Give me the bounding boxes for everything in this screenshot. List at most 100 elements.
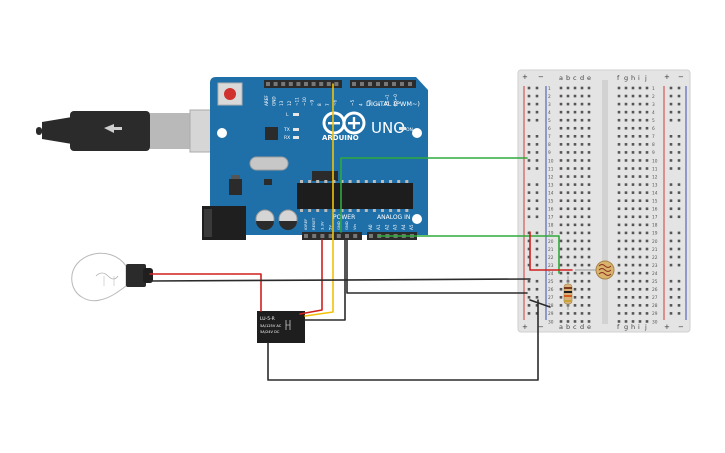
- column-label: g: [624, 323, 628, 331]
- relay-symbol-icon: [285, 320, 291, 330]
- header-pin: [352, 82, 356, 86]
- resistor-icon[interactable]: [563, 276, 573, 310]
- wire-black-relay-breadboard[interactable]: [267, 299, 539, 381]
- usb-symbol-icon: [104, 124, 122, 133]
- mounting-hole: [412, 128, 422, 138]
- wire-black-jumper[interactable]: [529, 299, 551, 308]
- header-pin: [288, 82, 293, 86]
- header-pin: [304, 234, 308, 238]
- led-l-label: L: [286, 112, 289, 118]
- rail-minus-label: −: [538, 323, 544, 331]
- header-pin: [360, 82, 364, 86]
- row-label: 18: [652, 223, 658, 229]
- pin-label: IOREF: [303, 219, 308, 230]
- wire-black-bulb-breadboard[interactable]: [149, 278, 531, 282]
- row-label: 4: [548, 110, 551, 116]
- wire-red-jumper[interactable]: [529, 231, 573, 271]
- led-l: [293, 113, 299, 116]
- row-label: 14: [652, 190, 658, 196]
- header-pin: [266, 82, 270, 86]
- row-label: 26: [652, 287, 658, 293]
- column-label: h: [631, 323, 635, 331]
- header-pin: [384, 82, 388, 86]
- wire-green-5v-breadboard[interactable]: [340, 157, 528, 233]
- atmega-chip: [297, 183, 413, 209]
- photoresistor-icon[interactable]: [575, 260, 615, 280]
- row-label: 11: [652, 166, 658, 172]
- row-label: 8: [652, 142, 655, 148]
- pin-label: A4: [401, 224, 406, 230]
- row-label: 28: [548, 303, 554, 309]
- rail-minus-label: −: [678, 323, 684, 331]
- digital-header-right[interactable]: [350, 80, 416, 88]
- rail-plus-label: +: [522, 73, 528, 81]
- pin-label: 13: [279, 100, 284, 106]
- column-label: a: [559, 323, 563, 331]
- row-label: 22: [548, 255, 554, 261]
- row-label: 21: [548, 247, 554, 253]
- digital-pin-holes: [266, 82, 412, 86]
- usb-cable-icon[interactable]: [36, 109, 241, 153]
- wire-black-relay-loop[interactable]: [304, 239, 346, 321]
- relay[interactable]: LU-5-R 5A/125V AC 5A/24V DC: [257, 311, 305, 343]
- pin-label: 5V: [328, 225, 333, 230]
- relay-part-label: LU-5-R: [260, 316, 275, 322]
- header-pin: [273, 82, 278, 86]
- row-label: 5: [548, 118, 551, 124]
- header-pin: [392, 82, 396, 86]
- row-label: 12: [548, 174, 554, 180]
- row-label: 24: [548, 271, 554, 277]
- wire-red-5v-relay[interactable]: [299, 239, 323, 315]
- pin-label: 4: [359, 103, 364, 106]
- header-pin: [296, 82, 301, 86]
- column-label: j: [644, 74, 647, 82]
- pin-label: A5: [409, 224, 414, 230]
- pin-label: ~5: [350, 99, 355, 106]
- header-pin: [326, 82, 331, 86]
- wire-yellow-signal[interactable]: [304, 83, 334, 317]
- header-pin: [408, 82, 412, 86]
- pin-label: 3.3V: [319, 221, 324, 230]
- row-label: 15: [548, 199, 554, 205]
- pin-label: GND: [344, 221, 349, 230]
- row-label: 20: [548, 239, 554, 245]
- board-model: UNO: [371, 119, 405, 137]
- capacitor: [255, 209, 275, 230]
- pin-label: A2: [384, 224, 389, 230]
- rail-plus-label: +: [664, 323, 670, 331]
- row-label: 3: [652, 102, 655, 108]
- pin-label: 8: [317, 103, 322, 106]
- wire-black-gnd-breadboard[interactable]: [346, 239, 528, 294]
- pin-label: GND: [336, 221, 341, 230]
- icsp-header: [312, 171, 338, 181]
- row-label: 2: [652, 94, 655, 100]
- wire-green-a0[interactable]: [377, 235, 560, 274]
- column-label: d: [580, 323, 584, 331]
- pin-label: A1: [376, 224, 381, 230]
- digital-label: DIGITAL (PWM~): [366, 100, 420, 108]
- pin-label: Vin: [352, 223, 357, 230]
- row-label: 29: [548, 311, 554, 317]
- column-label: h: [631, 74, 635, 82]
- usb-chip: [265, 127, 278, 140]
- digital-header-left[interactable]: [264, 80, 342, 88]
- light-bulb-icon[interactable]: [71, 252, 153, 302]
- power-label: POWER: [333, 214, 355, 221]
- led-tx-label: TX: [283, 127, 290, 133]
- pin-label: ~10: [302, 97, 307, 106]
- row-label: 1: [548, 86, 551, 92]
- column-label: g: [624, 74, 628, 82]
- pin-label: AREF: [264, 95, 269, 106]
- row-label: 13: [652, 182, 658, 188]
- row-label: 14: [548, 190, 554, 196]
- column-label: f: [617, 74, 620, 82]
- row-label: 1: [652, 86, 655, 92]
- wire-red-bulb-relay[interactable]: [149, 273, 262, 312]
- row-label: 19: [548, 231, 554, 237]
- column-label: j: [644, 323, 647, 331]
